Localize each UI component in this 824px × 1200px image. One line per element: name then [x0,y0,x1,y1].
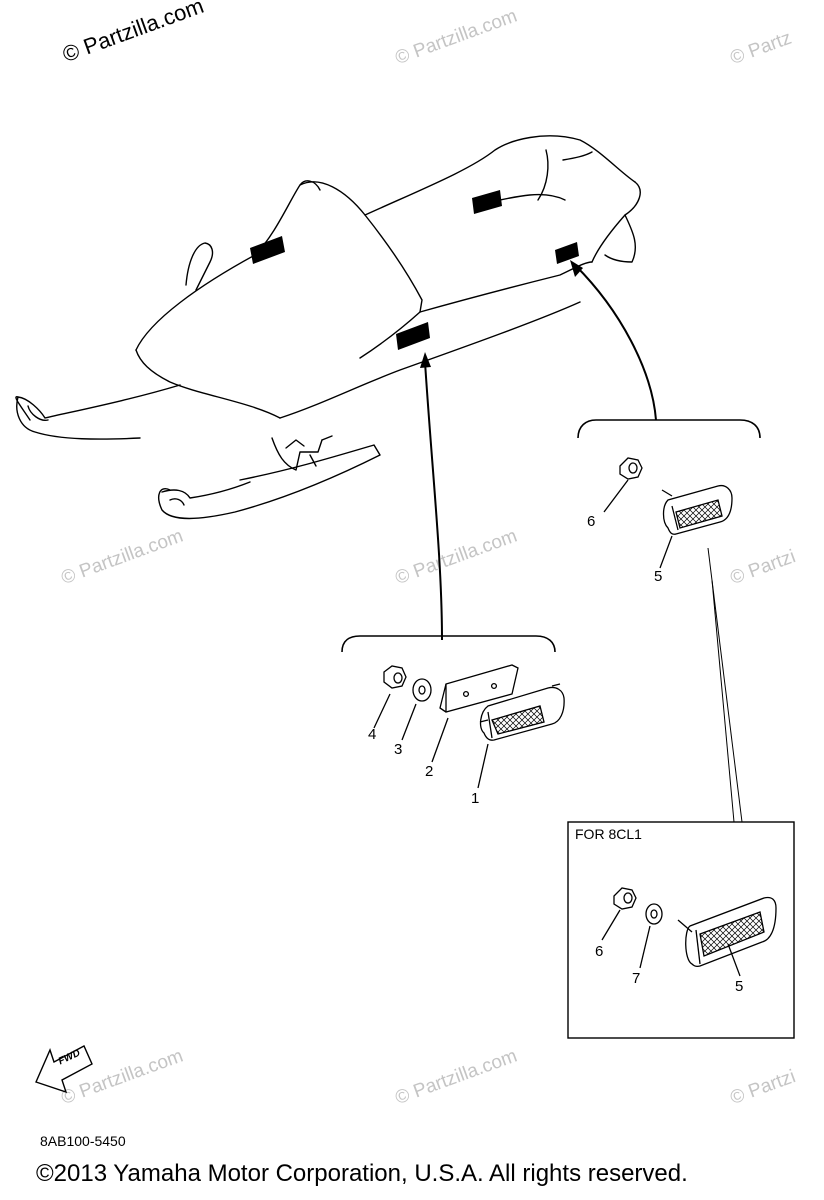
callout-1: 1 [471,790,480,807]
arrow-to-front-reflector [424,361,443,641]
front-reflector-group [373,664,565,789]
inset-parts [601,887,777,977]
bracket-rear-group [577,419,761,439]
inset-leader-lines [707,547,743,823]
fwd-arrow-icon [35,1045,93,1094]
leader-arrows [424,264,657,641]
copyright-notice: ©2013 Yamaha Motor Corporation, U.S.A. A… [36,1160,688,1187]
callout-6: 6 [587,513,596,530]
callout-5: 5 [654,568,663,585]
arrow-to-rear-reflector [574,264,657,421]
figure-id: 8AB100-5450 [40,1133,126,1149]
plate-part-2 [439,664,519,713]
inset-reflector-part-5 [677,896,777,968]
callout-3: 3 [394,741,403,758]
rear-reflector-group [603,457,733,569]
inset-callout-7: 7 [632,970,641,987]
reflector-location-rear [555,242,579,264]
inset-washer-part-7 [645,903,663,925]
washer-part-3 [412,678,432,702]
inset-nut-part-6 [613,887,637,910]
callout-2: 2 [425,763,434,780]
inset-callout-5: 5 [735,978,744,995]
bracket-front-group [341,635,556,653]
arrowhead-icon [570,260,583,277]
callout-4: 4 [368,726,377,743]
arrowhead-icon [420,352,431,368]
reflector-location-tank [472,190,502,214]
group-brackets [341,419,761,653]
reflector-part-1 [479,683,565,741]
inset-box [567,821,795,1039]
snowmobile-drawing [15,135,641,520]
inset-title: FOR 8CL1 [575,826,642,842]
nut-part-4 [383,665,407,689]
nut-part-6 [619,457,643,480]
reflector-locations [250,190,579,350]
reflector-part-5 [661,484,733,535]
reflector-location-front-right [396,322,430,350]
inset-callout-6: 6 [595,943,604,960]
reflector-location-front-left [250,236,285,264]
